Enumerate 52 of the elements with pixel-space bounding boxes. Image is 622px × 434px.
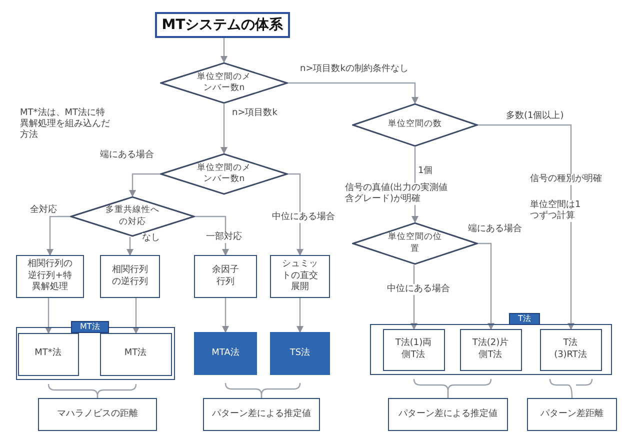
- edge-label: n>項目数k: [232, 108, 278, 119]
- title-box: MTシステムの体系: [155, 12, 290, 38]
- process-box: パターン差距離: [527, 398, 617, 431]
- brace-connector: [447, 378, 492, 398]
- decision-diamond: 単位空間のメンバー数n: [160, 62, 288, 104]
- arrow: [126, 237, 134, 256]
- edge-label: 全対応: [30, 205, 57, 216]
- arrow: [222, 298, 229, 333]
- decision-diamond: 単位空間の数: [352, 103, 478, 147]
- process-box: T法(2)片側T法: [460, 328, 522, 370]
- arrow: [288, 82, 418, 104]
- edge-label: 中位にある場合: [387, 284, 450, 295]
- process-box: MT*法: [18, 332, 78, 376]
- arrow: [132, 298, 140, 334]
- group-tag: MT法: [71, 321, 109, 333]
- note-text: MT*法は、MT法に特異解処理を組み込んだ方法: [20, 108, 110, 140]
- arrow: [296, 298, 304, 333]
- arrow: [220, 38, 228, 63]
- process-box: マハラノビスの距離: [38, 398, 157, 431]
- arrow: [45, 298, 52, 334]
- arrow: [478, 124, 574, 330]
- process-box: 相関行列の逆行列: [100, 255, 160, 298]
- group-tag: T法: [509, 313, 540, 325]
- brace-connector: [260, 382, 301, 398]
- method-box: TS法: [270, 332, 330, 375]
- edge-label: n>項目数kの制約条件なし: [300, 64, 408, 75]
- process-box: パターン差による推定値: [388, 398, 508, 431]
- arrow: [46, 216, 70, 256]
- method-box: MTA法: [194, 332, 257, 375]
- arrow: [220, 104, 228, 154]
- brace-connector: [96, 384, 137, 398]
- process-box: 余因子行列: [194, 255, 257, 298]
- arrow: [129, 173, 160, 197]
- process-box: T法(3)RT法: [540, 328, 602, 370]
- edge-label: 多数(1個以上): [506, 111, 564, 122]
- decision-diamond: 単位空間のメンバー数n: [160, 153, 288, 195]
- note-text: 信号の種別が明確: [530, 174, 602, 185]
- edge-label: 端にある場合: [100, 150, 154, 161]
- process-box: パターン差による推定値: [203, 398, 320, 431]
- edge-label: 端にある場合: [468, 224, 522, 235]
- process-box: 相関行列の逆行列+特異解処理: [16, 255, 84, 298]
- arrow: [288, 173, 304, 256]
- note-text: 信号の真値(出力の実測値含グレード)が明確: [345, 183, 450, 205]
- arrow: [478, 242, 494, 330]
- edge-label: なし: [142, 233, 160, 244]
- brace-connector: [549, 378, 593, 399]
- process-box: MT法: [100, 332, 172, 376]
- edge-label: 中位にある場合: [272, 212, 335, 223]
- process-box: シュミットの直交展開: [270, 255, 330, 298]
- edge-label: 1個: [418, 166, 433, 177]
- process-box: T法(1)両側T法: [382, 328, 444, 370]
- edge-label: 一部対応: [206, 232, 242, 243]
